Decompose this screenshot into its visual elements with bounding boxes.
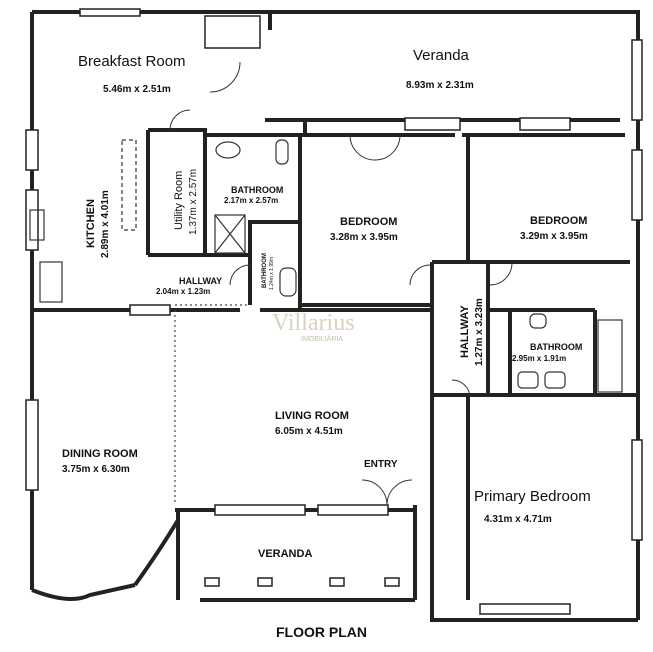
windows [25,8,643,615]
bedroom1-dim: 3.28m x 3.95m [330,232,398,243]
dining-room-name: DINING ROOM [62,448,138,460]
veranda-top-name: Veranda [413,47,470,64]
dining-room-dim: 3.75m x 6.30m [62,464,130,475]
breakfast-room-dim: 5.46m x 2.51m [103,84,171,95]
veranda-bottom-name: VERANDA [258,548,312,560]
watermark-brand: Villarius [272,310,355,336]
utility-room-dim: 1.37m x 2.57m [188,169,199,235]
veranda-top-dim: 8.93m x 2.31m [406,80,474,91]
kitchen-dim: 2.89m x 4.01m [100,190,111,258]
primary-bedroom-name: Primary Bedroom [474,488,591,505]
hallway2-name: HALLWAY [459,305,471,358]
hallway1-name: HALLWAY [179,276,222,286]
entry-label: ENTRY [364,459,398,470]
primary-bedroom-dim: 4.31m x 4.71m [484,514,552,525]
fixtures [29,139,623,393]
living-room-name: LIVING ROOM [275,410,349,422]
hallway2-dim: 1.27m x 3.23m [474,298,485,366]
bathroom-small-dim: 1.24m x 1.99m [269,257,275,290]
utility-room-name: Utility Room [173,171,185,230]
plan-title: FLOOR PLAN [276,624,367,640]
watermark-sub: IMOBILIÁRIA [301,334,343,343]
bedroom1-name: BEDROOM [340,216,397,228]
bathroom2-name: BATHROOM [530,342,582,352]
bathroom1-name: BATHROOM [231,185,283,195]
breakfast-room-name: Breakfast Room [78,53,186,70]
doors [169,61,513,506]
bedroom2-name: BEDROOM [530,215,587,227]
bedroom2-dim: 3.29m x 3.95m [520,231,588,242]
bathroom-small-name: BATHROOM [262,253,268,288]
bathroom1-dim: 2.17m x 2.57m [224,196,278,205]
kitchen-name: KITCHEN [85,199,97,248]
veranda-posts [204,577,400,587]
dashed-dividers [174,304,250,505]
hallway1-dim: 2.04m x 1.23m [156,287,210,296]
living-room-dim: 6.05m x 4.51m [275,426,343,437]
bathroom2-dim: 2.95m x 1.91m [512,354,566,363]
